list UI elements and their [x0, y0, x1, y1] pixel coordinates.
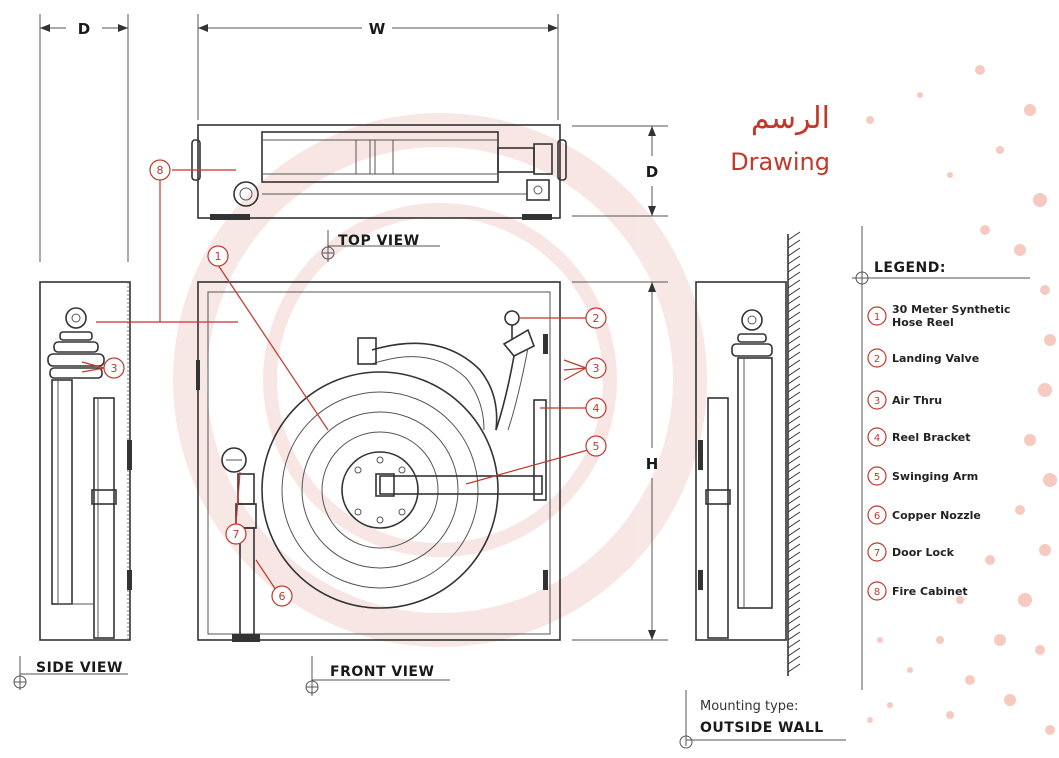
legend-label-3: Air Thru [892, 394, 942, 407]
callout-5-marker [585, 435, 607, 457]
legend-marker-7 [867, 542, 887, 562]
legend-label-7: Door Lock [892, 546, 955, 559]
callout-8-marker [149, 159, 171, 181]
callout-3-number-right: 3 [593, 362, 600, 375]
side-view [39, 281, 132, 641]
callout-3-marker-left [103, 357, 125, 379]
callout-7-marker [225, 523, 247, 545]
callout-8-number: 8 [157, 164, 164, 177]
legend-marker-1 [867, 306, 887, 326]
legend-label-5: Swinging Arm [892, 470, 978, 483]
dimension-depth-right: D [572, 125, 668, 217]
front-view-label: FRONT VIEW [330, 664, 434, 680]
legend-number-3: 3 [874, 396, 880, 407]
legend-number-5: 5 [874, 472, 880, 483]
decorative-dots [866, 65, 1057, 735]
callout-6-number: 6 [279, 590, 286, 603]
callout-3-number-left: 3 [111, 362, 118, 375]
callout-2-marker [585, 307, 607, 329]
mounting-value: OUTSIDE WALL [700, 720, 824, 736]
callout-7-number: 7 [233, 528, 240, 541]
callouts: 8 1 2 3 3 4 5 6 7 [81, 159, 607, 607]
dimension-depth-top: D [39, 14, 129, 262]
callout-2-number: 2 [593, 312, 600, 325]
legend-label-8: Fire Cabinet [892, 585, 968, 598]
dimension-label-w: W [369, 20, 386, 38]
legend-number-8: 8 [874, 587, 880, 598]
dimension-label-h: H [646, 455, 659, 473]
callout-1-marker [207, 245, 229, 267]
legend-heading: LEGEND: [874, 260, 946, 276]
legend-label-6: Copper Nozzle [892, 509, 981, 522]
legend-label-4: Reel Bracket [892, 431, 970, 444]
dimension-width: W [197, 14, 559, 120]
callout-4-number: 4 [593, 402, 600, 415]
legend-marker-6 [867, 505, 887, 525]
legend-marker-2 [867, 348, 887, 368]
legend-number-6: 6 [874, 511, 880, 522]
legend-marker-3 [867, 390, 887, 410]
top-view-label: TOP VIEW [338, 233, 420, 249]
legend-marker-4 [867, 427, 887, 447]
legend-number-2: 2 [874, 354, 880, 365]
callout-1-number: 1 [215, 250, 222, 263]
front-view-label-group: FRONT VIEW [305, 656, 450, 696]
side-view-label: SIDE VIEW [36, 660, 123, 676]
dimension-label-d-top: D [78, 20, 90, 38]
legend-number-1: 1 [874, 312, 880, 323]
mounting-label: Mounting type: [700, 699, 798, 714]
front-view [196, 281, 561, 642]
legend-marker-8 [867, 581, 887, 601]
legend-label-2: Landing Valve [892, 352, 979, 365]
title-english: Drawing [730, 148, 830, 176]
callout-4-marker [585, 397, 607, 419]
side-view-right [695, 281, 787, 641]
title-arabic: الرسم [751, 101, 830, 136]
dimension-height: H [572, 281, 668, 641]
callout-3-marker-right [585, 357, 607, 379]
watermark-gear-icon [173, 113, 707, 647]
legend-number-7: 7 [874, 548, 880, 559]
dimension-label-d-right: D [646, 163, 658, 181]
side-view-label-group: SIDE VIEW [13, 656, 128, 690]
mounting-info: Mounting type: OUTSIDE WALL [679, 690, 846, 749]
legend-number-4: 4 [874, 433, 880, 444]
callout-6-marker [271, 585, 293, 607]
top-view: TOP VIEW [191, 124, 567, 262]
wall-hatch [787, 231, 801, 676]
legend-marker-5 [867, 466, 887, 486]
callout-5-number: 5 [593, 440, 600, 453]
